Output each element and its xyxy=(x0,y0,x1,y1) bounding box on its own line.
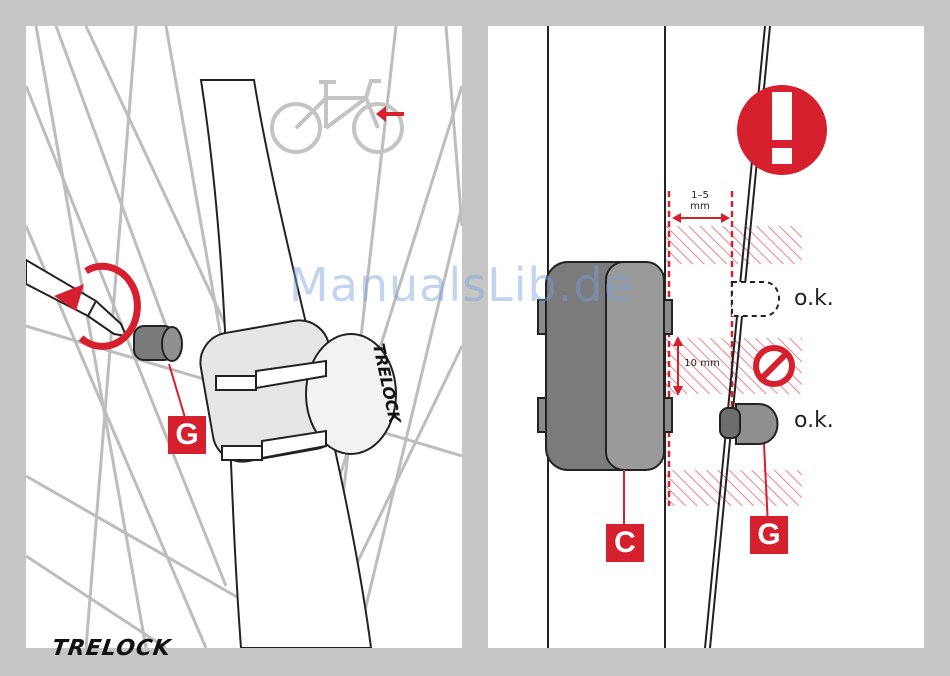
hatch-zone-bottom xyxy=(666,470,802,506)
gap-dimension-unit: mm xyxy=(680,201,720,212)
magnet-label-g: G xyxy=(750,516,788,554)
left-illustration-panel: TRELOCK G xyxy=(26,26,462,648)
ok-label-top: o.k. xyxy=(794,286,834,311)
speed-sensor xyxy=(196,316,396,467)
hatch-zone-top xyxy=(666,226,802,264)
right-illustration xyxy=(488,26,924,648)
ok-label-bottom: o.k. xyxy=(794,408,834,433)
watermark: ManualsLib.de xyxy=(289,258,633,312)
prohibited-icon xyxy=(756,348,792,384)
magnet-label-g: G xyxy=(168,416,206,454)
gap-dimension-label: 1–5 mm xyxy=(680,190,720,212)
right-illustration-panel: 1–5 mm 10 mm o.k. o.k. C G xyxy=(488,26,924,648)
spoke-magnet xyxy=(134,326,182,361)
left-illustration xyxy=(26,26,462,648)
trelock-logo: TRELOCK xyxy=(50,636,173,661)
spoke-magnet-g xyxy=(720,404,778,444)
magnet-ghost-position xyxy=(732,282,779,316)
gap-dimension-arrow xyxy=(672,213,730,223)
warning-exclamation-icon xyxy=(737,85,827,175)
offset-dimension-label: 10 mm xyxy=(682,358,722,369)
sensor-label-c: C xyxy=(606,524,644,562)
gap-dimension-value: 1–5 xyxy=(680,190,720,201)
